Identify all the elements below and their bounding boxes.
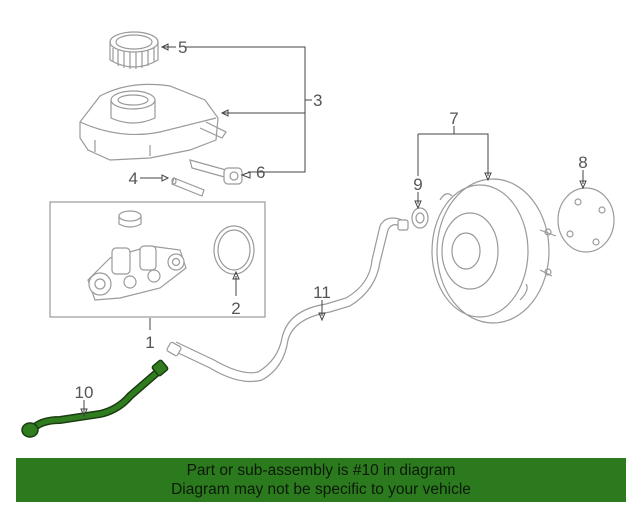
callout-5: 5 xyxy=(178,38,187,57)
callout-7: 7 xyxy=(449,109,458,128)
highlighted-vacuum-hose[interactable] xyxy=(21,359,169,438)
banner-line-2: Diagram may not be specific to your vehi… xyxy=(171,481,471,498)
check-valve-grommet[interactable] xyxy=(411,207,429,229)
master-cylinder-box xyxy=(49,201,266,318)
booster-gasket[interactable] xyxy=(557,187,615,253)
callout-8: 8 xyxy=(578,153,587,172)
retaining-pin[interactable] xyxy=(171,177,205,197)
callout-1: 1 xyxy=(145,333,154,352)
master-cylinder[interactable] xyxy=(87,210,187,301)
seal-ring[interactable] xyxy=(213,225,255,275)
callout-10: 10 xyxy=(75,383,94,402)
brake-booster[interactable] xyxy=(431,178,557,324)
reservoir-cap[interactable] xyxy=(109,31,159,69)
banner-line-1: Part or sub-assembly is #10 in diagram xyxy=(186,462,456,479)
callout-2: 2 xyxy=(231,299,240,318)
vacuum-hose[interactable] xyxy=(166,217,409,383)
callout-11: 11 xyxy=(313,283,331,302)
fluid-level-sensor[interactable] xyxy=(189,159,243,185)
callout-6: 6 xyxy=(256,163,265,182)
callout-4: 4 xyxy=(129,169,138,188)
callout-9: 9 xyxy=(413,175,422,194)
leader-lines xyxy=(80,43,587,418)
parts-diagram: 5 3 6 4 2 1 11 7 9 8 10 xyxy=(21,31,615,438)
callout-3: 3 xyxy=(313,91,322,110)
brake-fluid-reservoir[interactable] xyxy=(79,83,227,161)
info-banner: Part or sub-assembly is #10 in diagram D… xyxy=(16,458,626,502)
